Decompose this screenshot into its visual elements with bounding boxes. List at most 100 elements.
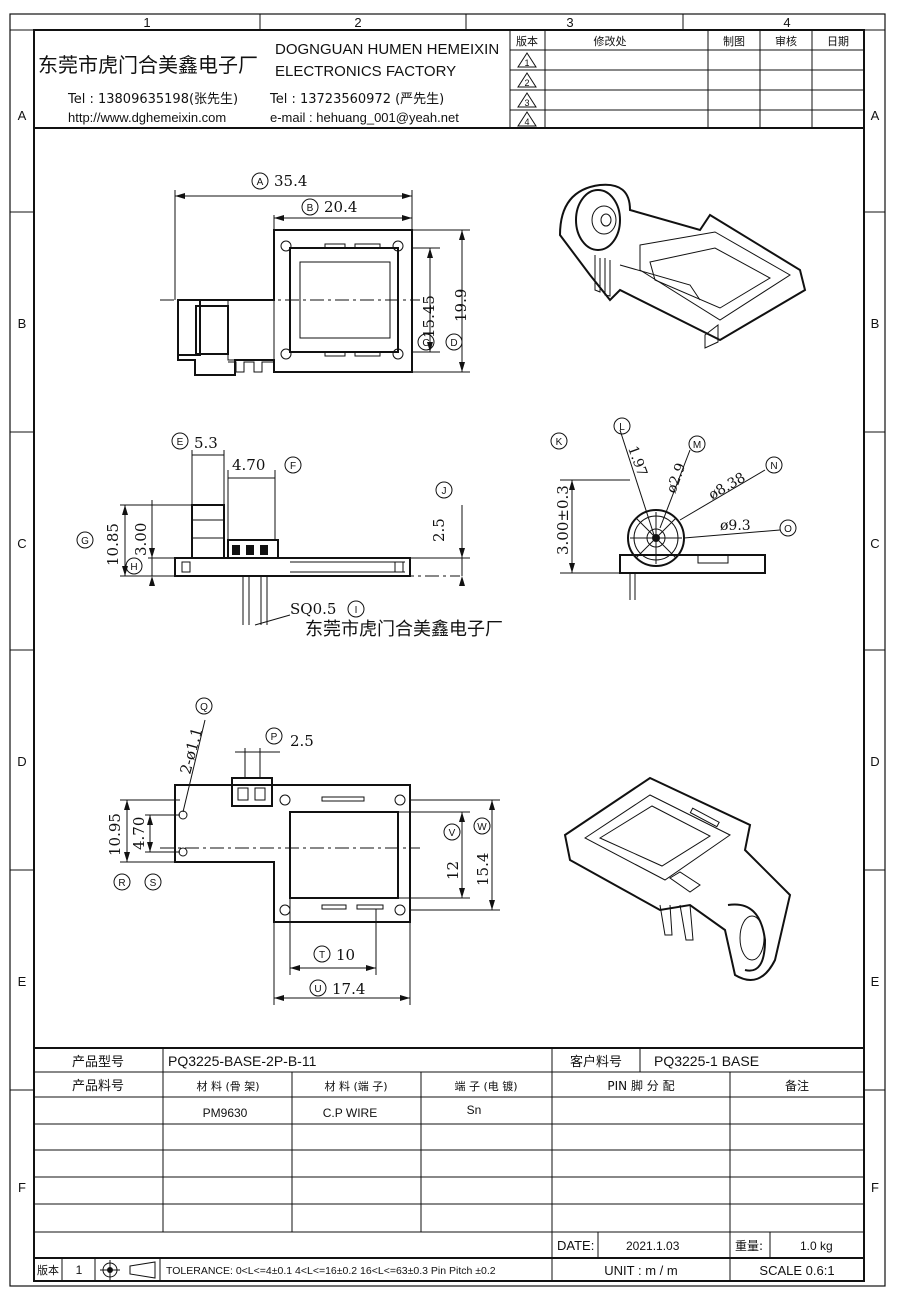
projection-symbol-icon [100,1260,156,1280]
dim-q-value: 2-ø1.1 [176,725,206,776]
version-label: 版本 [37,1263,59,1277]
scale-text: SCALE 0.6:1 [759,1263,834,1278]
iso-view-top [558,183,807,349]
company-website: http://www.dghemeixin.com [68,110,226,125]
svg-text:4: 4 [524,117,529,127]
svg-text:1: 1 [524,58,529,68]
tolerance-text: TOLERANCE: 0<L<=4±0.1 4<L<=16±0.2 16<L<=… [166,1265,496,1277]
customer-part-label: 客户料号 [570,1054,622,1070]
row-label-d: D [17,754,26,769]
material-bobbin-value: PM9630 [203,1106,248,1120]
rev-triangle-4-icon: 4 [517,111,537,127]
weight-value: 1.0 kg [800,1239,833,1253]
svg-text:Q: Q [200,702,208,713]
svg-text:M: M [693,440,701,451]
dim-g-value: 10.85 [104,523,122,566]
svg-text:K: K [556,437,563,448]
rev-header-change: 修改处 [594,34,627,48]
dim-w-value: 15.4 [474,853,492,886]
svg-text:D: D [450,338,457,349]
rev-triangle-1-icon: 1 [517,52,537,68]
rev-triangle-2-icon: 2 [517,72,537,88]
svg-text:U: U [314,984,321,995]
col-label-1: 1 [143,15,150,30]
dim-j-value: 2.5 [430,518,448,542]
balloon-m: M [688,435,706,453]
company-name-en-1: DOGNGUAN HUMEN HEMEIXIN [275,41,499,58]
svg-text:N: N [770,461,777,472]
dim-i-value: SQ0.5 [290,600,336,618]
rev-header-date: 日期 [827,35,849,48]
material-pin-label: 材 料 (端 子) [324,1079,387,1093]
svg-text:W: W [477,822,487,833]
balloon-f: F [284,456,302,474]
svg-text:R: R [118,878,125,889]
dim-o-value: ø9.3 [720,518,751,534]
bottom-view [120,719,500,1005]
svg-text:B: B [307,203,314,214]
balloon-q: Q [195,697,213,715]
svg-text:S: S [150,878,157,889]
company-name-cn: 东莞市虎门合美鑫电子厂 [38,53,258,77]
tel-2: Tel : 13723560972 (严先生) [269,92,444,107]
iso-view-bottom [563,776,792,981]
balloon-c: C [417,333,435,351]
dim-v-value: 12 [444,861,462,880]
balloon-l: L [613,417,631,435]
company-name-en-2: ELECTRONICS FACTORY [275,63,456,80]
svg-text:A: A [257,177,264,188]
dim-a-value: 35.4 [274,172,307,190]
product-part-label: 产品料号 [72,1079,124,1094]
svg-text:H: H [130,562,137,573]
balloon-p: P [265,727,283,745]
dim-r-value: 10.95 [106,813,124,856]
row-label-c-right: C [870,536,879,551]
dim-c-value: 15.45 [420,295,438,338]
svg-text:2: 2 [524,78,529,88]
dim-l-value: 1.97 [624,444,650,479]
balloon-v: V [443,823,461,841]
row-label-d-right: D [870,754,879,769]
svg-text:3: 3 [524,98,529,108]
balloon-i: I [347,600,365,618]
svg-text:T: T [319,950,325,961]
svg-text:F: F [290,461,296,472]
date-value: 2021.1.03 [626,1239,680,1253]
product-model-label: 产品型号 [72,1055,124,1070]
balloon-k: K [550,432,568,450]
dim-d-value: 19.9 [452,289,470,322]
dim-u-value: 17.4 [332,980,365,998]
balloon-e: E [171,432,189,450]
dim-t-value: 10 [336,946,355,964]
svg-text:C: C [422,338,429,349]
svg-text:E: E [177,437,184,448]
dim-b-value: 20.4 [324,198,357,216]
material-pin-value: C.P WIRE [323,1106,377,1120]
rev-triangle-3-icon: 3 [517,92,537,108]
row-label-a-right: A [871,108,880,123]
version-value: 1 [76,1263,83,1277]
dim-h-value: 3.00 [132,523,150,556]
svg-text:J: J [442,486,447,497]
pin-plating-label: 端 子 (电 镀) [454,1079,517,1093]
header-block: 东莞市虎门合美鑫电子厂 DOGNGUAN HUMEN HEMEIXIN ELEC… [34,41,864,129]
balloon-d: D [445,333,463,351]
balloon-r: R [113,873,131,891]
revision-table: 版本 修改处 制图 审核 日期 1 2 3 4 [509,30,864,128]
balloon-j: J [435,481,453,499]
outer-frame [9,13,886,1287]
balloon-t: T [313,945,331,963]
row-label-a: A [18,108,27,123]
balloon-s: S [144,873,162,891]
company-email: e-mail : hehuang_001@yeah.net [270,110,459,125]
row-label-e-right: E [871,974,880,989]
watermark-text: 东莞市虎门合美鑫电子厂 [305,619,503,640]
dim-k-value: 3.00±0.3 [554,485,572,555]
tel-1: Tel : 13809635198(张先生) [67,92,238,107]
dim-e-value: 5.3 [194,434,218,452]
row-labels: A B C D E F A B C D E F [10,108,885,1195]
balloon-a: A [251,172,269,190]
svg-text:V: V [449,828,456,839]
col-label-3: 3 [566,15,573,30]
